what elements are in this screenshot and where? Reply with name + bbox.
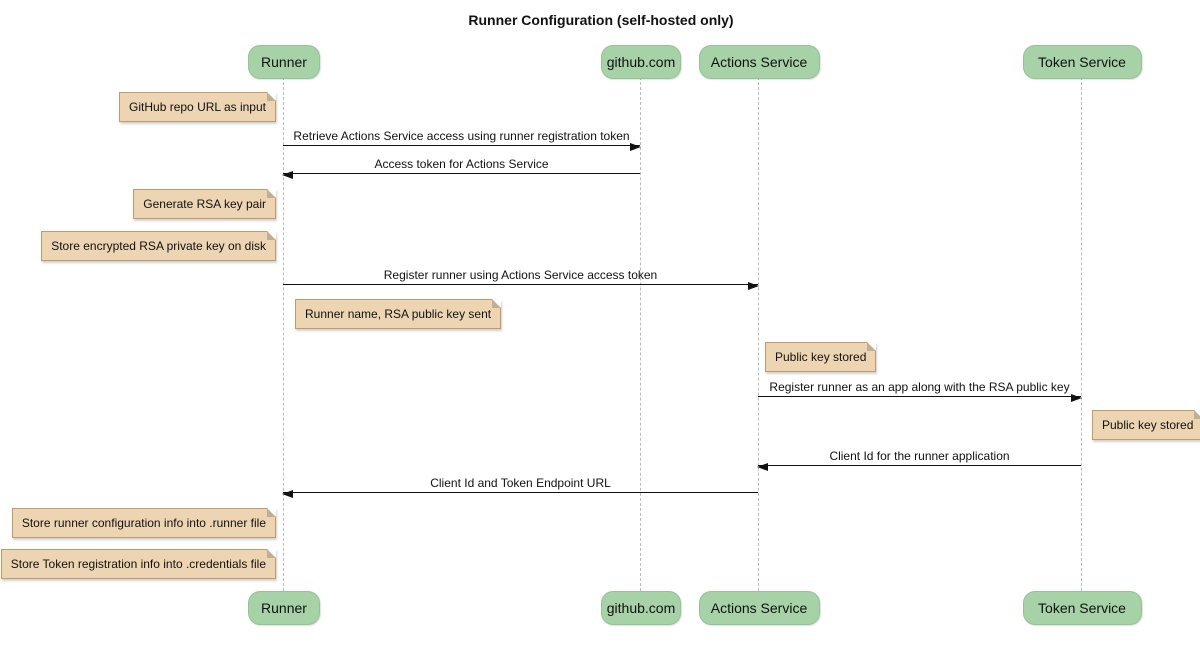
note-label: Store Token registration info into .cred… — [10, 557, 266, 571]
message-2: Access token for Actions Service — [282, 154, 640, 179]
message-6: Client Id and Token Endpoint URL — [282, 473, 758, 498]
note-4: Runner name, RSA public key sent — [295, 299, 502, 329]
participant-label: github.com — [606, 54, 676, 70]
note-fold-corner-icon — [267, 189, 276, 198]
message-label: Client Id and Token Endpoint URL — [430, 476, 611, 490]
lifeline-actions — [758, 77, 759, 591]
lifeline-runner — [283, 77, 284, 591]
participant-label: Token Service — [1038, 600, 1126, 616]
message-line — [758, 465, 1081, 466]
note-label: Store encrypted RSA private key on disk — [51, 239, 266, 253]
diagram-title: Runner Configuration (self-hosted only) — [468, 12, 734, 28]
arrowhead-icon — [757, 463, 768, 471]
participant-actions-top: Actions Service — [698, 45, 820, 79]
arrowhead-icon — [282, 171, 293, 179]
message-5: Client Id for the runner application — [757, 446, 1081, 471]
message-line — [758, 396, 1081, 397]
note-label: Public key stored — [775, 350, 867, 364]
arrowhead-icon — [748, 282, 759, 290]
note-fold-corner-icon — [267, 508, 276, 517]
participant-label: Runner — [261, 54, 307, 70]
participant-label: Runner — [261, 600, 307, 616]
message-label: Client Id for the runner application — [829, 449, 1010, 463]
participant-runner-top: Runner — [248, 45, 320, 79]
message-line — [283, 145, 640, 146]
message-4: Register runner as an app along with the… — [758, 377, 1082, 402]
message-1: Retrieve Actions Service access using ru… — [283, 126, 641, 151]
note-8: Store Token registration info into .cred… — [0, 549, 276, 579]
arrowhead-icon — [1071, 394, 1082, 402]
note-fold-corner-icon — [492, 299, 502, 308]
participant-actions-bottom: Actions Service — [698, 591, 820, 625]
participant-label: github.com — [606, 600, 676, 616]
participant-label: Actions Service — [710, 600, 808, 616]
participant-token-bottom: Token Service — [1022, 591, 1142, 625]
note-2: Generate RSA key pair — [133, 189, 276, 219]
participant-github-top: github.com — [601, 45, 681, 79]
message-label: Register runner using Actions Service ac… — [383, 268, 658, 282]
message-label: Register runner as an app along with the… — [769, 380, 1070, 394]
note-1: GitHub repo URL as input — [119, 92, 276, 122]
note-6: Public key stored — [1092, 410, 1200, 440]
message-line — [283, 492, 758, 493]
participant-runner-bottom: Runner — [248, 591, 320, 625]
note-label: Runner name, RSA public key sent — [305, 307, 492, 321]
note-fold-corner-icon — [867, 342, 877, 351]
note-fold-corner-icon — [1194, 410, 1200, 419]
note-fold-corner-icon — [267, 549, 276, 558]
note-fold-corner-icon — [267, 92, 276, 101]
lifeline-token — [1081, 77, 1082, 591]
participant-label: Token Service — [1038, 54, 1126, 70]
note-label: Store runner configuration info into .ru… — [21, 516, 266, 530]
participant-label: Actions Service — [710, 54, 808, 70]
arrowhead-icon — [282, 490, 293, 498]
message-label: Access token for Actions Service — [374, 157, 549, 171]
note-label: Generate RSA key pair — [143, 197, 266, 211]
message-line — [283, 284, 758, 285]
note-label: Public key stored — [1102, 418, 1194, 432]
note-3: Store encrypted RSA private key on disk — [41, 231, 276, 261]
lifeline-github — [640, 77, 641, 591]
message-line — [283, 173, 640, 174]
message-label: Retrieve Actions Service access using ru… — [293, 129, 630, 143]
note-fold-corner-icon — [267, 231, 276, 240]
participant-github-bottom: github.com — [601, 591, 681, 625]
participant-token-top: Token Service — [1022, 45, 1142, 79]
note-7: Store runner configuration info into .ru… — [11, 508, 276, 538]
message-3: Register runner using Actions Service ac… — [283, 265, 759, 290]
arrowhead-icon — [630, 143, 641, 151]
note-5: Public key stored — [765, 342, 877, 372]
note-label: GitHub repo URL as input — [129, 100, 266, 114]
